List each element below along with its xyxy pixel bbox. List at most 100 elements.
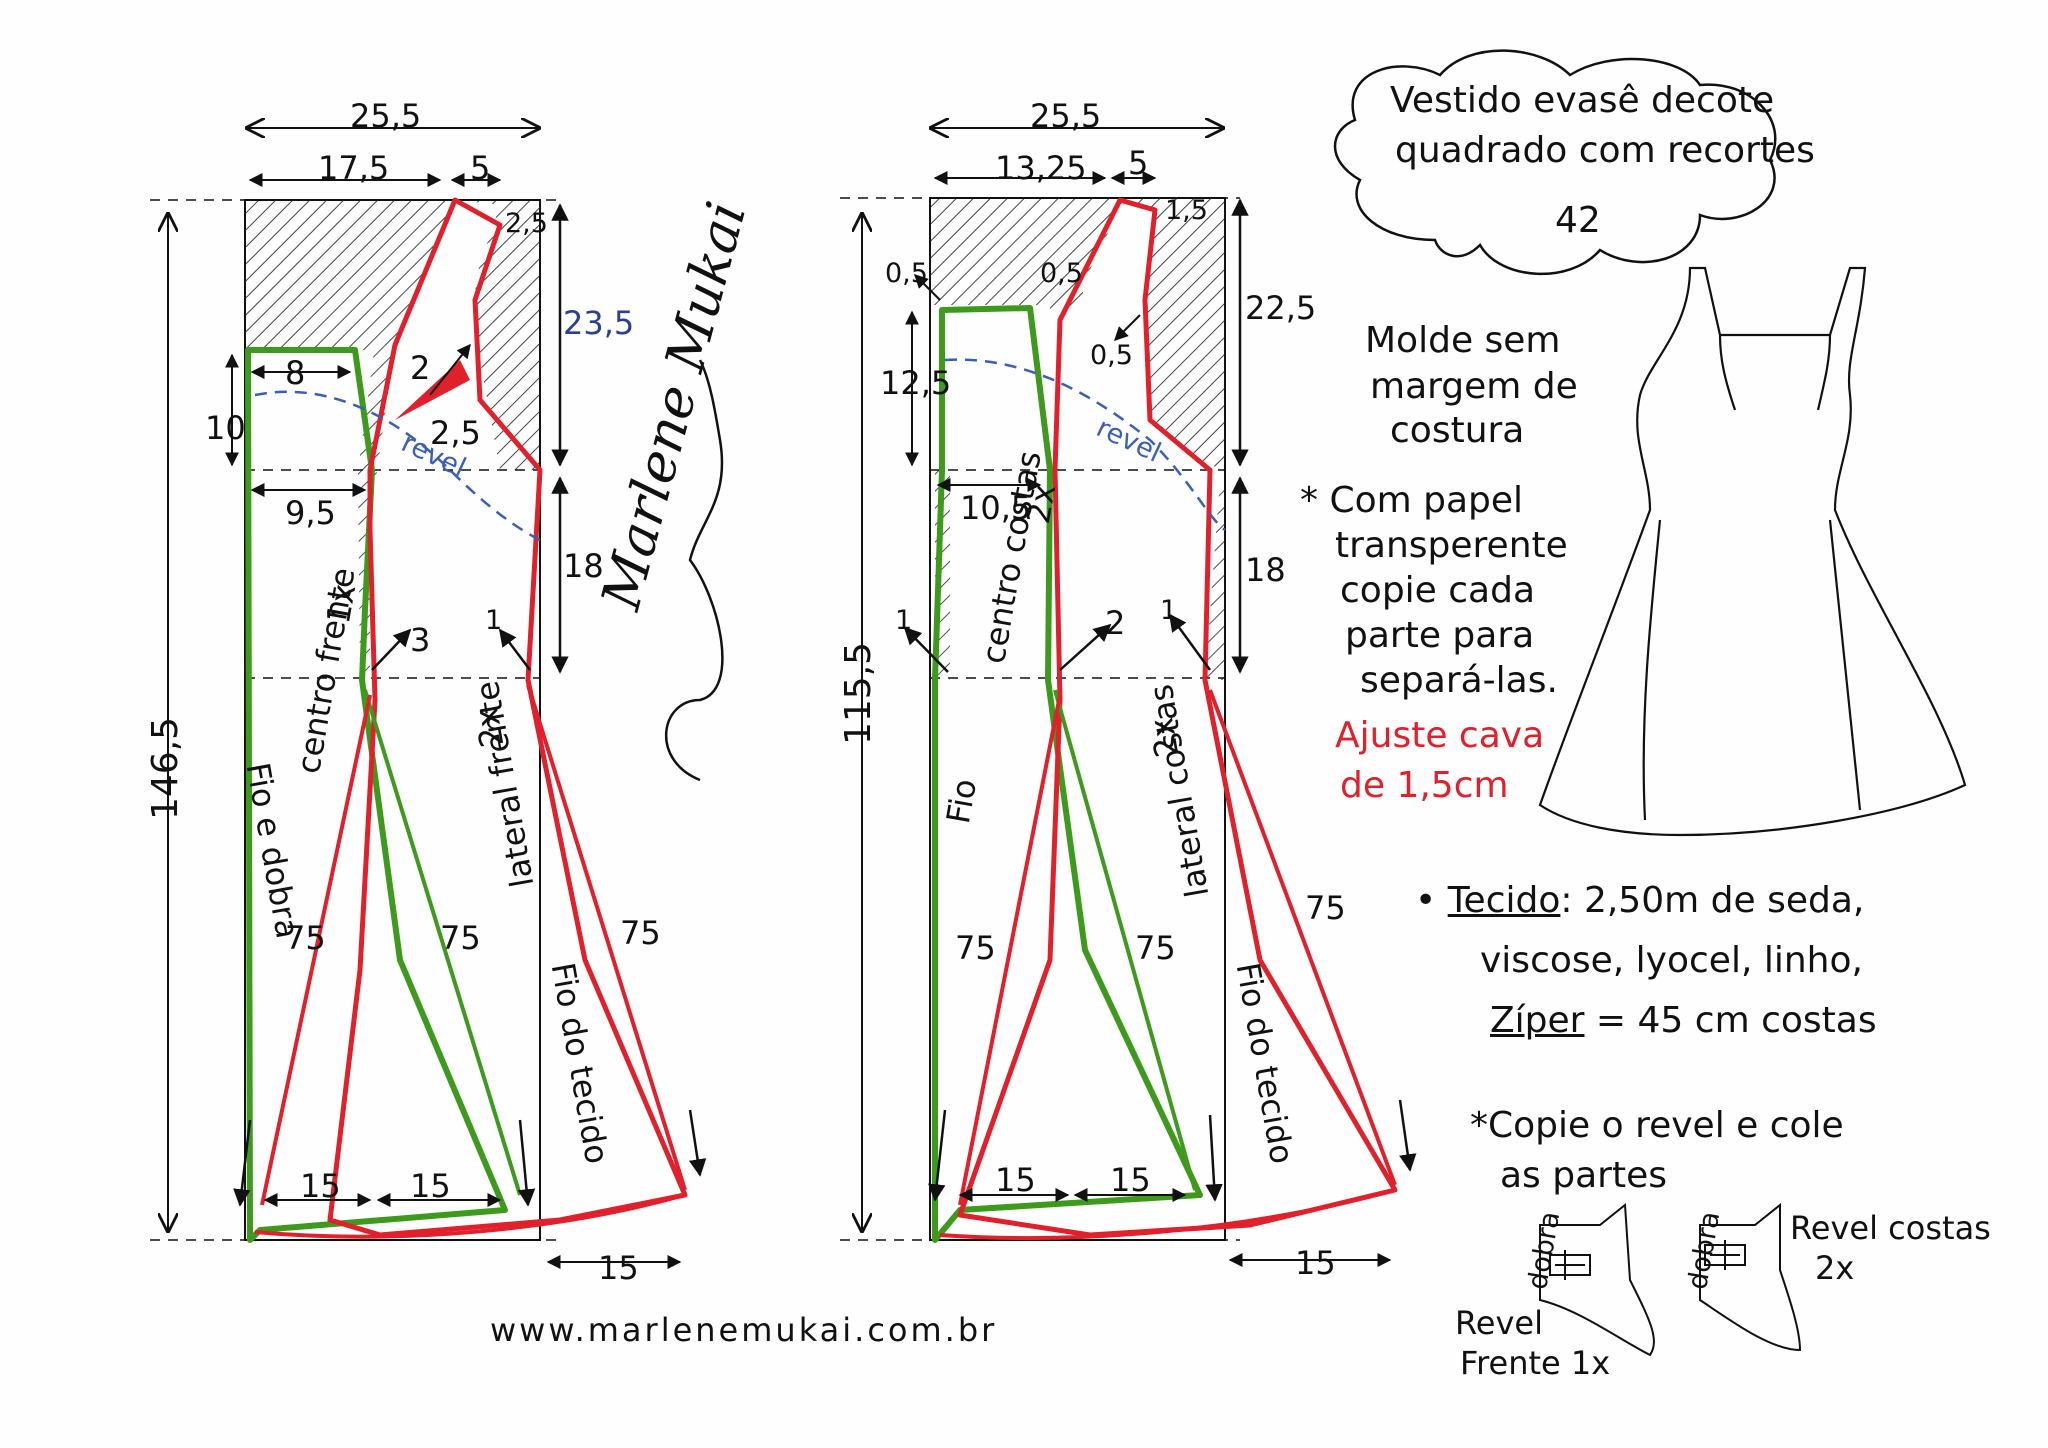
- copy-line-5: separá-las.: [1360, 660, 1558, 701]
- facing-back-qty: 2x: [1815, 1249, 1855, 1287]
- front-len-75-c: 75: [620, 914, 661, 952]
- zipper-line: Zíper = 45 cm costas: [1490, 1000, 1877, 1041]
- back-arrow-0-5c: [1114, 314, 1141, 341]
- back-arrow-down-left: [928, 1109, 947, 1202]
- copy-line-2: transperente: [1335, 525, 1568, 566]
- front-len-75-b: 75: [440, 919, 481, 957]
- back-arrow-0-5a: [914, 274, 941, 301]
- fabric-line-2: viscose, lyocel, linho,: [1480, 940, 1863, 981]
- front-flare-3: [526, 684, 687, 1191]
- front-flare-1: [363, 689, 522, 1196]
- armhole-line-1: Ajuste cava: [1335, 715, 1545, 756]
- back-arrow-down-right: [1398, 1099, 1417, 1172]
- front-pattern: [150, 128, 707, 1269]
- copy-line-3: copie cada: [1340, 570, 1536, 611]
- back-revel-line: [944, 358, 1226, 532]
- front-arrow-down-right: [688, 1109, 707, 1177]
- back-hem-curve: [939, 1188, 1396, 1240]
- back-center-piece: [932, 305, 1203, 1243]
- back-mark-1-b: 1: [1160, 595, 1178, 626]
- back-arrow-2: [1059, 623, 1112, 671]
- back-lateral-qty: 2x: [1142, 714, 1187, 761]
- front-width-17-5: 17,5: [318, 149, 390, 187]
- front-hem-15-c: 15: [598, 1249, 639, 1287]
- front-dart-2: 2: [410, 349, 431, 387]
- back-height-total: 115,5: [838, 641, 879, 745]
- zipper-value: = 45 cm costas: [1595, 1000, 1877, 1041]
- back-width-5: 5: [1128, 144, 1149, 182]
- title-size: 42: [1555, 200, 1601, 241]
- front-arrow-2: [429, 343, 471, 396]
- front-dart-2-5: 2,5: [430, 414, 481, 452]
- back-pattern: [840, 128, 1417, 1267]
- copy-line-4: parte para: [1345, 615, 1535, 656]
- front-hatch-top: [245, 200, 540, 470]
- fabric-value: : 2,50m de seda,: [1560, 880, 1865, 921]
- front-width-2-5: 2,5: [505, 208, 548, 239]
- front-arrow-1: [498, 628, 531, 671]
- front-height-18: 18: [563, 547, 604, 585]
- front-height-10: 10: [205, 409, 246, 447]
- back-0-5-a: 0,5: [885, 258, 928, 289]
- front-bust-dart: [395, 360, 470, 420]
- front-lateral-qty: 2x: [467, 704, 512, 751]
- front-width-5: 5: [470, 149, 491, 187]
- facing-front-label: Revel: [1455, 1304, 1543, 1342]
- front-center-qty: 1x: [319, 581, 364, 627]
- back-arrow-down-mid: [1205, 1114, 1223, 1202]
- back-len-75-c: 75: [1305, 889, 1346, 927]
- front-width-9-5: 9,5: [285, 494, 336, 532]
- back-hem-15-c: 15: [1295, 1244, 1336, 1282]
- front-height-23-5: 23,5: [563, 304, 635, 342]
- facing-back-label: Revel costas: [1790, 1209, 1991, 1247]
- back-arrow-1b: [1168, 613, 1212, 671]
- back-flare-3: [1208, 689, 1397, 1186]
- facing-back-sketch: [1699, 1202, 1802, 1352]
- copy-line-1: * Com papel: [1300, 480, 1524, 521]
- front-width-total: 25,5: [350, 97, 422, 135]
- title-cloud: [1333, 49, 1777, 276]
- back-width-13-25: 13,25: [995, 149, 1087, 187]
- front-arrow-down-mid: [517, 1119, 536, 1207]
- back-hatch-side: [1205, 480, 1225, 680]
- back-flare-2: [958, 694, 1062, 1206]
- signature-flourish: [664, 359, 724, 782]
- back-center-qty: 2x: [1019, 481, 1064, 527]
- front-hem-curve: [254, 1193, 686, 1239]
- front-dart-3: 3: [410, 621, 431, 659]
- back-len-75-b: 75: [1135, 929, 1176, 967]
- back-width-10-5: 10,5: [960, 489, 1032, 527]
- back-mark-1-a: 1: [895, 605, 913, 636]
- front-hem-15-a: 15: [300, 1167, 341, 1205]
- facing-note-1: *Copie o revel e cole: [1470, 1105, 1844, 1146]
- armhole-line-2: de 1,5cm: [1340, 765, 1509, 806]
- back-hem-15-a: 15: [995, 1161, 1036, 1199]
- front-center-piece: [245, 347, 508, 1243]
- back-arrow-1a: [903, 626, 949, 673]
- front-arrow-down-left: [233, 1119, 252, 1207]
- back-height-12-5: 12,5: [880, 364, 952, 402]
- facing-note-2: as partes: [1500, 1155, 1667, 1196]
- back-hatch-top: [930, 198, 1225, 470]
- note-no-margin-2: margem de: [1370, 366, 1578, 407]
- back-0-5-b: 0,5: [1040, 258, 1083, 289]
- dress-sketch: [1538, 266, 1967, 837]
- fabric-line-1: • Tecido: 2,50m de seda,: [1415, 880, 1865, 921]
- front-width-8: 8: [285, 354, 306, 392]
- title-line-2: quadrado com recortes: [1395, 130, 1815, 171]
- back-0-5-c: 0,5: [1090, 340, 1133, 371]
- front-revel-line: [254, 390, 541, 542]
- front-len-75-a: 75: [285, 919, 326, 957]
- back-width-1-5: 1,5: [1165, 195, 1208, 226]
- website: www.marlenemukai.com.br: [490, 1311, 998, 1349]
- back-hem-15-b: 15: [1110, 1161, 1151, 1199]
- front-mark-1: 1: [485, 605, 503, 636]
- back-grain-short: Fio: [939, 775, 985, 827]
- title-line-1: Vestido evasê decote: [1390, 80, 1775, 121]
- note-no-margin-3: costura: [1390, 410, 1525, 451]
- back-dart-2: 2: [1105, 604, 1126, 642]
- front-height-total: 146,5: [145, 716, 186, 820]
- front-arrow-3: [371, 628, 412, 671]
